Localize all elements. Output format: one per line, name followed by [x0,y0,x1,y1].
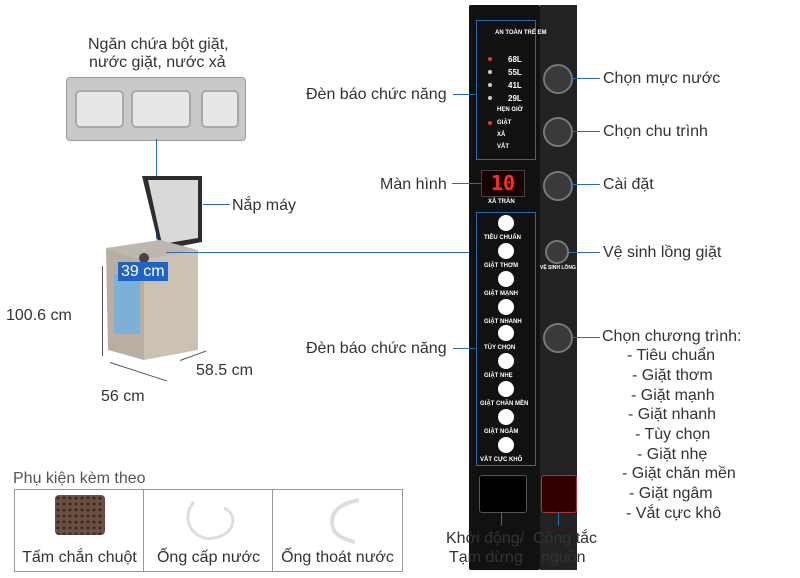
accessory-drain-hose: Ống thoát nước [272,489,403,572]
height-dimension: 100.6 cm [6,307,72,324]
program-item: - Vắt cực khô [626,505,722,522]
program-item: - Tiêu chuẩn [627,347,716,364]
callout-setting: Cài đặt [603,176,654,193]
program-dry-spin: VẮT CỰC KHÔ [480,457,523,463]
setting-button[interactable] [543,171,573,201]
level-29: 29L [508,94,522,103]
callout-start-line2: Tạm dừng [449,549,523,566]
program-item: - Giặt nhẹ [637,446,708,463]
program-gentle: GIẶT NHẸ [484,373,513,379]
program-button[interactable] [543,323,573,353]
accessory-mouse-guard: Tấm chắn chuột [14,489,145,572]
drain-hose-icon [330,498,360,544]
program-blanket: GIẶT CHĂN MỀN [480,401,529,407]
lid-label: Nắp máy [232,197,297,214]
accessory-name: Ống thoát nước [281,549,394,566]
program-soak: GIẶT NGÂM [484,429,519,435]
program-item: - Giặt ngâm [629,485,713,502]
program-heavy: GIẶT MẠNH [484,291,518,297]
callout-water-level: Chọn mực nước [603,70,721,87]
overflow-label: XẢ TRÀN [488,199,515,205]
start-pause-button[interactable] [479,475,527,513]
accessory-name: Tấm chắn chuột [22,549,137,566]
led-display: 10 [481,170,525,197]
program-fragrant: GIẶT THƠM [484,263,519,269]
level-55: 55L [508,68,522,77]
step-timer: HẸN GIỜ [497,107,523,113]
cycle-button[interactable] [543,117,573,147]
program-item: - Giặt chăn mền [622,465,736,482]
step-rinse: XẢ [497,132,506,138]
tub-clean-caption: VỆ SINH LỒNG GIẶT [540,265,590,271]
program-item: - Giặt mạnh [631,387,715,404]
drum-size-badge: 39 cm [118,262,168,281]
tray-label-line2: nước giặt, nước xả [89,54,226,71]
callout-power-line2: nguồn [541,549,586,566]
program-item: - Giặt thơm [632,367,713,384]
accessory-inlet-hose: Ống cấp nước [143,489,274,572]
level-41: 41L [508,81,522,90]
callout-indicator-top: Đèn báo chức năng [306,86,447,103]
callout-start-line1: Khởi động/ [446,530,525,547]
child-safety-label: AN TOÀN TRẺ EM [495,30,547,36]
accessories-title: Phụ kiện kèm theo [13,470,146,487]
callout-display: Màn hình [380,176,447,193]
callout-cycle: Chọn chu trình [603,123,708,140]
level-68: 68L [508,55,522,64]
step-wash: GIẶT [497,120,512,126]
program-standard: TIÊU CHUẨN [484,235,521,241]
tray-label-line1: Ngăn chứa bột giặt, [88,36,229,53]
power-button[interactable] [541,475,577,513]
width-dimension: 56 cm [101,388,145,405]
inlet-hose-icon [186,501,235,540]
depth-dimension: 58.5 cm [196,362,253,379]
program-item: - Giặt nhanh [628,406,717,423]
callout-indicator-bottom: Đèn báo chức năng [306,340,447,357]
program-quick: GIẶT NHANH [484,319,522,325]
accessory-name: Ống cấp nước [156,549,261,566]
program-custom: TÙY CHỌN [484,345,516,351]
callout-program-title: Chọn chương trình: [602,328,742,345]
callout-tub-clean: Vệ sinh lồng giặt [603,244,722,261]
water-level-button[interactable] [543,64,573,94]
step-spin: VẮT [497,144,509,150]
mouse-guard-icon [55,495,105,535]
program-item: - Tùy chọn [635,426,711,443]
tub-clean-button[interactable] [545,240,569,264]
detergent-tray-photo [66,77,246,141]
callout-power-line1: Công tắc [533,530,598,547]
